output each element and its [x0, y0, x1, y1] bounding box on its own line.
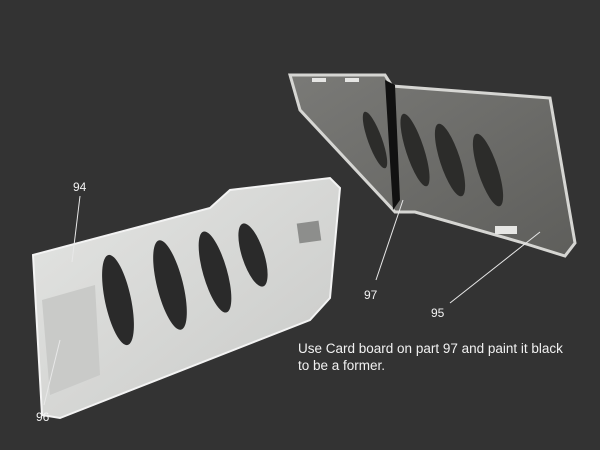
label-95: 95 [431, 306, 445, 320]
leader-94 [71, 195, 81, 263]
label-94: 94 [73, 180, 87, 194]
label-97: 97 [364, 288, 378, 302]
leader-96 [43, 339, 61, 406]
note-line-1: Use Card board on part 97 and paint it b… [298, 341, 563, 356]
leader-95 [449, 231, 541, 304]
note-line-2: to be a former. [298, 358, 386, 373]
part-94-panel [31, 176, 342, 420]
leader-lines [43, 195, 541, 406]
instruction-note: Use Card board on part 97 and paint it b… [298, 340, 588, 374]
leader-97 [375, 199, 404, 281]
label-96: 96 [36, 410, 50, 424]
part-95-panel [288, 73, 577, 258]
